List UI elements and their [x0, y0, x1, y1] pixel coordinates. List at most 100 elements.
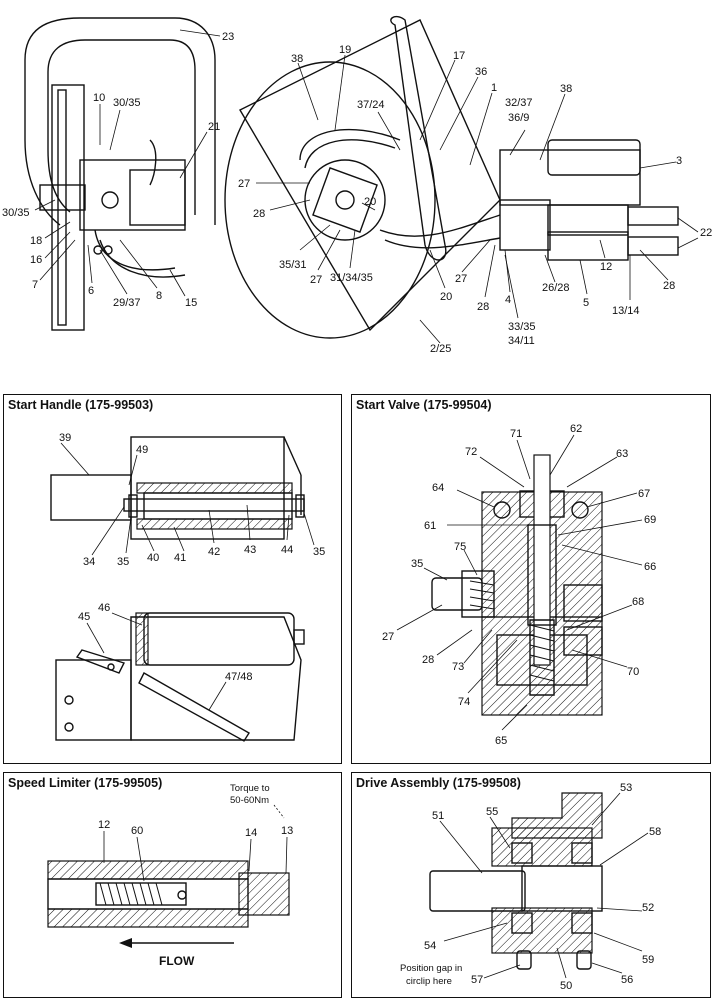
callout-8: 8	[156, 290, 162, 302]
start-handle-title: Start Handle (175-99503)	[8, 398, 154, 412]
sh-callout-34: 34	[83, 556, 95, 568]
callout-36: 36	[475, 66, 487, 78]
callout-34-11: 34/11	[508, 335, 535, 347]
sv-callout-61: 61	[424, 520, 436, 532]
da-callout-56: 56	[621, 974, 633, 986]
speed-limiter-drawing: Torque to 50-60Nm 12 60 14 13 FLOW	[47, 783, 293, 968]
side-view-drawing	[24, 17, 216, 331]
da-callout-50: 50	[560, 980, 572, 992]
da-callout-58: 58	[649, 826, 661, 838]
sl-callout-13: 13	[281, 825, 293, 837]
callout-10: 10	[93, 92, 105, 104]
da-callout-57: 57	[471, 974, 483, 986]
da-callout-59: 59	[642, 954, 654, 966]
sh-callout-41: 41	[174, 552, 186, 564]
drive-assembly-panel: Drive Assembly (175-99508) Position gap …	[351, 772, 711, 998]
da-callout-55: 55	[486, 806, 498, 818]
start-valve-panel: Start Valve (175-99504) 71 62 72 63 64 6…	[351, 394, 711, 764]
callout-12: 12	[600, 261, 612, 273]
callout-26-28: 26/28	[542, 282, 570, 294]
sv-callout-72: 72	[465, 446, 477, 458]
sl-callout-60: 60	[131, 825, 143, 837]
torque-note-line1: Torque to	[230, 783, 270, 794]
sv-callout-68: 68	[632, 596, 644, 608]
callout-21: 21	[208, 121, 220, 133]
callout-27-a: 27	[238, 178, 250, 190]
sh-callout-46: 46	[98, 602, 110, 614]
sh-callout-35-b: 35	[313, 546, 325, 558]
sh-callout-40: 40	[147, 552, 159, 564]
callout-22: 22	[700, 227, 712, 239]
callout-36-9: 36/9	[508, 112, 529, 124]
sv-callout-74: 74	[458, 696, 470, 708]
sv-callout-66: 66	[644, 561, 656, 573]
da-callout-54: 54	[424, 940, 436, 952]
callout-13-14: 13/14	[612, 305, 640, 317]
sv-callout-28: 28	[422, 654, 434, 666]
callout-28-a: 28	[253, 208, 265, 220]
callout-30-35-b: 30/35	[2, 207, 30, 219]
top-callouts: 23 10 30/35 21 30/35 18 16 7 6 29/37 8 1…	[2, 29, 712, 355]
drive-assembly-title: Drive Assembly (175-99508)	[356, 776, 521, 790]
callout-6: 6	[88, 285, 94, 297]
callout-18: 18	[30, 235, 42, 247]
sh-callout-39: 39	[59, 432, 71, 444]
callout-33-35: 33/35	[508, 321, 536, 333]
start-valve-drawing: 71 62 72 63 64 67 61 69 75 35 66 68 27 2…	[382, 423, 656, 747]
callout-20-b: 20	[440, 291, 452, 303]
sv-callout-73: 73	[452, 661, 464, 673]
da-callout-52: 52	[642, 902, 654, 914]
circlip-note-line1: Position gap in	[400, 963, 462, 974]
callout-37-24: 37/24	[357, 99, 385, 111]
sv-callout-65: 65	[495, 735, 507, 747]
start-handle-panel: Start Handle (175-99503) 39 49 34 35 40	[3, 394, 342, 764]
sv-callout-69: 69	[644, 514, 656, 526]
speed-limiter-panel: Speed Limiter (175-99505) Torque to 50-6…	[3, 772, 342, 998]
main-view-drawing	[224, 16, 679, 339]
callout-16: 16	[30, 254, 42, 266]
torque-note-line2: 50-60Nm	[230, 795, 269, 806]
callout-38-b: 38	[560, 83, 572, 95]
callout-38-a: 38	[291, 53, 303, 65]
sh-callout-42: 42	[208, 546, 220, 558]
sv-callout-64: 64	[432, 482, 444, 494]
sl-callout-12: 12	[98, 819, 110, 831]
sh-callout-43: 43	[244, 544, 256, 556]
callout-5: 5	[583, 297, 589, 309]
callout-27-c: 27	[455, 273, 467, 285]
flow-label: FLOW	[159, 954, 195, 968]
callout-31-34-35: 31/34/35	[330, 272, 373, 284]
callout-2-25: 2/25	[430, 343, 451, 355]
callout-19: 19	[339, 44, 351, 56]
callout-20-a: 20	[364, 196, 376, 208]
callout-29-37: 29/37	[113, 297, 141, 309]
callout-27-b: 27	[310, 274, 322, 286]
sh-callout-44: 44	[281, 544, 293, 556]
sh-callout-35-a: 35	[117, 556, 129, 568]
sv-callout-75: 75	[454, 541, 466, 553]
callout-3: 3	[676, 155, 682, 167]
da-callout-53: 53	[620, 782, 632, 794]
callout-30-35-a: 30/35	[113, 97, 141, 109]
callout-28-c: 28	[663, 280, 675, 292]
callout-15: 15	[185, 297, 197, 309]
circlip-note-line2: circlip here	[406, 976, 452, 987]
sl-callout-14: 14	[245, 827, 257, 839]
sv-callout-70: 70	[627, 666, 639, 678]
callout-32-37: 32/37	[505, 97, 533, 109]
sv-callout-71: 71	[510, 428, 522, 440]
start-handle-drawing: 39 49 34 35 40 41 42 43 44 35 46 45 47/4…	[50, 432, 325, 742]
callout-23: 23	[222, 31, 234, 43]
callout-1: 1	[491, 82, 497, 94]
sh-callout-49: 49	[136, 444, 148, 456]
callout-7: 7	[32, 279, 38, 291]
callout-17: 17	[453, 50, 465, 62]
speed-limiter-title: Speed Limiter (175-99505)	[8, 776, 163, 790]
callout-35-31: 35/31	[279, 259, 307, 271]
sh-callout-45: 45	[78, 611, 90, 623]
da-callout-51: 51	[432, 810, 444, 822]
callout-28-b: 28	[477, 301, 489, 313]
sv-callout-67: 67	[638, 488, 650, 500]
sv-callout-63: 63	[616, 448, 628, 460]
